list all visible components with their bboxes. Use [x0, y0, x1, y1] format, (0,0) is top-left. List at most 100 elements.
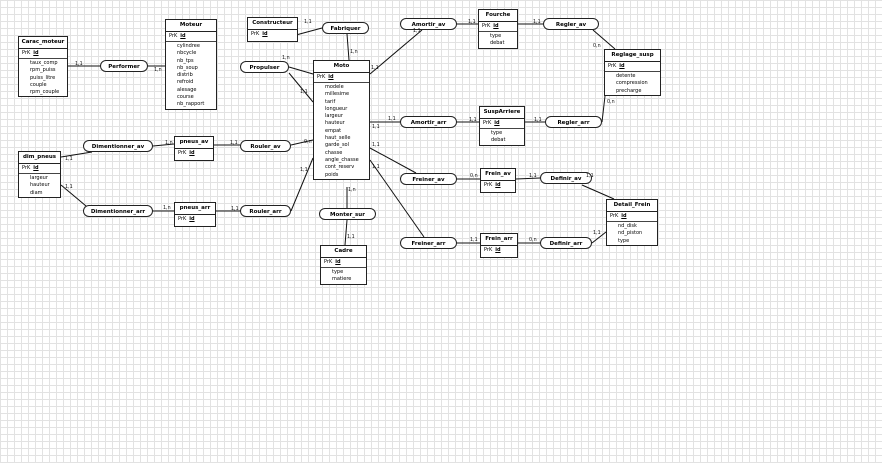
cardinality-label: 1,n [282, 56, 290, 61]
pk-field: id [335, 259, 341, 265]
attribute: modele [325, 84, 344, 90]
pk-marker: PrK [482, 23, 491, 29]
relation-definir-av[interactable]: Definir_av [540, 172, 592, 184]
pk-marker: PrK [483, 120, 492, 126]
connector-line [295, 27, 323, 36]
connector-line [346, 33, 350, 61]
pk-field: id [328, 74, 334, 80]
pk-marker: PrK [22, 165, 31, 171]
attribute: precharge [616, 87, 642, 94]
relation-amortir-av[interactable]: Amortir_av [400, 18, 457, 30]
relation-regler-av[interactable]: Regler_av [543, 18, 599, 30]
cardinality-label: 1,1 [533, 20, 541, 25]
attribute: refroid [177, 79, 194, 86]
cardinality-label: 1,1 [372, 165, 380, 170]
relation-dimentionner-arr[interactable]: Dimentionner_arr [83, 205, 153, 217]
connector-line [592, 29, 616, 50]
relation-regler-arr[interactable]: Regler_arr [545, 116, 602, 128]
cardinality-label: 1,1 [468, 20, 476, 25]
pk-marker: PrK [317, 74, 326, 80]
relation-freiner-arr[interactable]: Freiner_arr [400, 237, 457, 249]
attribute: nd_piston [618, 230, 643, 237]
cardinality-label: 1,1 [529, 174, 537, 179]
connector-line [601, 95, 606, 123]
cardinality-label: 0,n [470, 174, 478, 179]
connector-line [152, 143, 175, 147]
connector-line [591, 231, 607, 244]
entity-title: Carac_moteur [19, 37, 67, 49]
pk-field: id [621, 213, 627, 219]
relation-freiner-av[interactable]: Freiner_av [400, 173, 457, 185]
attribute: diam [30, 189, 43, 196]
relation-dimentionner-av[interactable]: Dimentionner_av [83, 140, 153, 152]
attribute: distrib [177, 72, 193, 79]
attribute: empat [325, 127, 342, 134]
cardinality-label: 1,1 [413, 29, 421, 34]
connector-line [369, 159, 425, 238]
attribute: garde_sol [325, 142, 350, 149]
attribute: hauteur [325, 120, 345, 127]
attribute: cylindree [177, 43, 200, 49]
cardinality-label: 1,n [165, 141, 173, 146]
relation-monter-sur[interactable]: Monter_sur [319, 208, 376, 220]
relation-performer[interactable]: Performer [100, 60, 148, 72]
attribute: type [618, 237, 630, 244]
pk-field: id [493, 23, 499, 29]
connector-line [288, 72, 314, 103]
connector-line [581, 184, 615, 200]
pk-field: id [494, 120, 500, 126]
entity-title: Frein_arr [481, 234, 517, 246]
cardinality-label: 0,n [607, 100, 615, 105]
relation-propulser[interactable]: Propulser [240, 61, 289, 73]
relation-rouler-arr[interactable]: Rouler_arr [240, 205, 291, 217]
entity-title: Moto [314, 61, 369, 73]
attribute: largeur [325, 113, 343, 120]
cardinality-label: 1,1 [593, 231, 601, 236]
relation-rouler-av[interactable]: Rouler_av [240, 140, 291, 152]
attribute: taux_comp [30, 60, 58, 66]
relation-definir-arr[interactable]: Definir_arr [540, 237, 592, 249]
relation-fabriquer[interactable]: Fabriquer [322, 22, 369, 34]
pk-marker: PrK [169, 33, 178, 39]
entity-title: dim_pneus [19, 152, 60, 164]
attribute: tarif [325, 98, 336, 105]
cardinality-label: 1,n [350, 50, 358, 55]
relation-amortir-arr[interactable]: Amortir_arr [400, 116, 457, 128]
pk-marker: PrK [610, 213, 619, 219]
attribute: rpm_couple [30, 89, 60, 96]
cardinality-label: 1,1 [231, 207, 239, 212]
connector-line [288, 66, 314, 75]
cardinality-label: 1,n [163, 206, 171, 211]
pk-field: id [189, 150, 195, 156]
cardinality-label: 0,n [593, 44, 601, 49]
attribute: millesime [325, 91, 350, 98]
entity-title: pneus_arr [175, 203, 215, 215]
